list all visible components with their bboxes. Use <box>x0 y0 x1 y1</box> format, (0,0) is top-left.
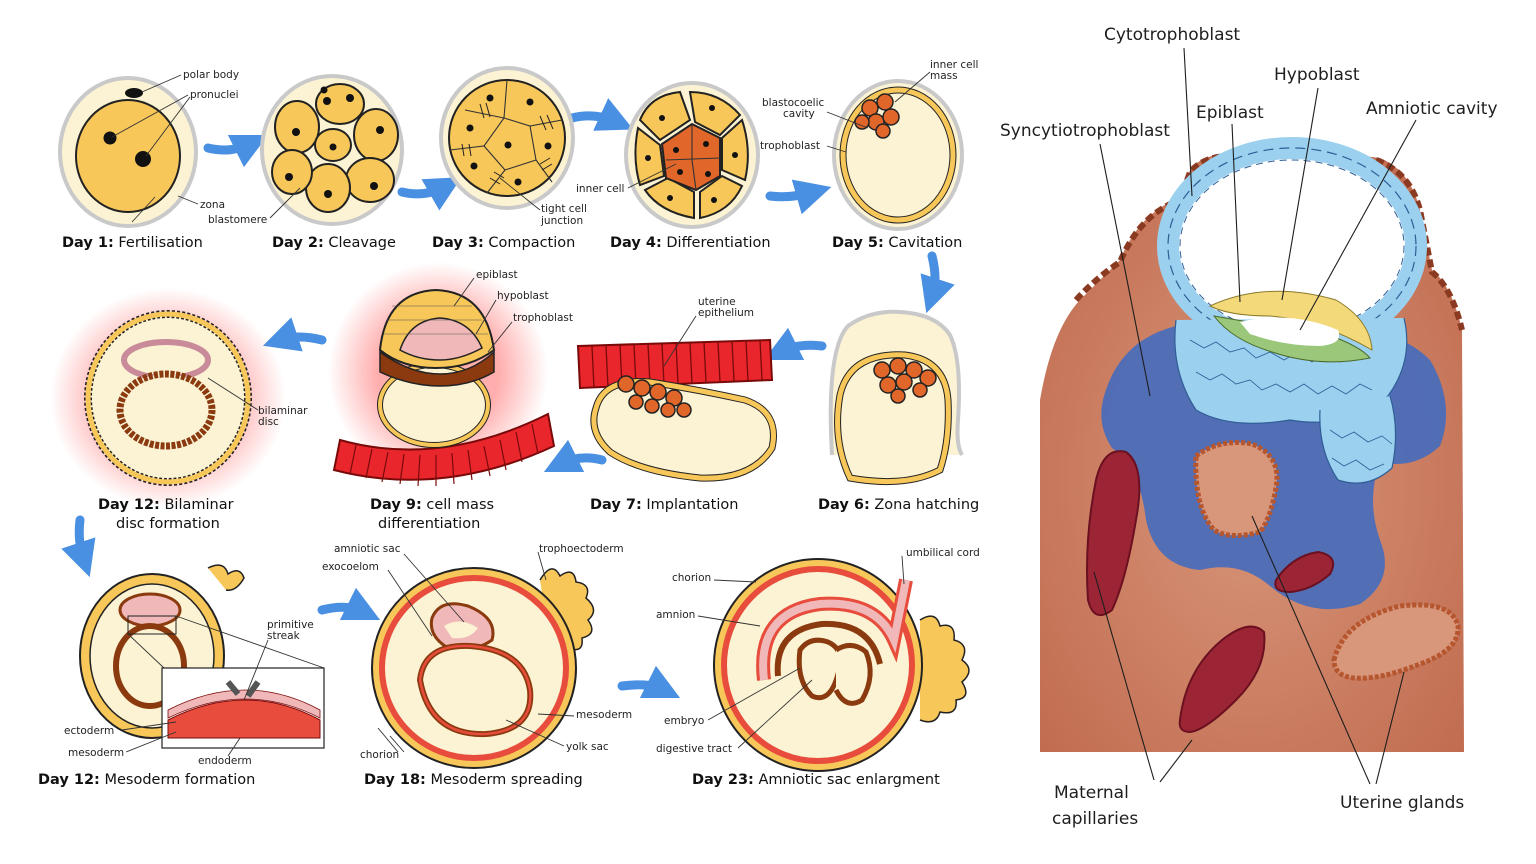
label-bilaminar: bilaminar <box>258 405 308 417</box>
label-inner-cell: inner cell <box>576 183 624 195</box>
label-amniotic-cavity: Amniotic cavity <box>1366 99 1498 119</box>
stage-day23-amniotic-sac: umbilical cord chorion amnion embryo dig… <box>656 547 980 772</box>
label-streak: streak <box>267 630 301 642</box>
stage-day1-fertilisation: polar body pronuclei zona <box>58 69 239 228</box>
maternal-capillary <box>1178 625 1266 734</box>
uterine-epithelium <box>576 338 774 390</box>
caption-day5: Day 5: Cavitation <box>832 235 962 251</box>
label-epiblast: epiblast <box>476 269 518 281</box>
caption-day9: Day 9: cell mass <box>370 497 494 513</box>
label-inner-cell-mass-1: inner cell <box>930 59 978 71</box>
caption-day7: Day 7: Implantation <box>590 497 738 513</box>
label-capillaries: capillaries <box>1052 809 1138 829</box>
label-trophoblast: trophoblast <box>760 140 820 152</box>
label-pronuclei: pronuclei <box>190 89 239 101</box>
arrow-down-icon <box>920 251 955 314</box>
arrow-left-icon <box>262 317 327 352</box>
caption-day1: Day 1: Fertilisation <box>62 235 203 251</box>
label-disc: disc <box>258 416 279 428</box>
stage-day9-cell-mass: epiblast hypoblast trophoblast <box>328 262 573 487</box>
maternal-capillary <box>1274 550 1334 594</box>
label-cavity: cavity <box>783 108 815 120</box>
label-tight-junction: junction <box>540 215 583 227</box>
caption-day18: Day 18: Mesoderm spreading <box>364 772 583 788</box>
uterine-gland <box>1193 440 1280 538</box>
stage-day4-differentiation: inner cell <box>576 81 760 229</box>
arrow-left-icon <box>543 439 607 473</box>
label-exocoelom: exocoelom <box>322 561 379 573</box>
caption-day3: Day 3: Compaction <box>432 235 575 251</box>
stage-day7-implantation: uterine epithelium <box>576 296 777 482</box>
label-primitive: primitive <box>267 619 314 631</box>
label-embryo: embryo <box>664 715 704 727</box>
label-umbilical-cord: umbilical cord <box>906 547 980 559</box>
caption-day9-line2: differentiation <box>378 516 480 532</box>
label-hypoblast-big: Hypoblast <box>1274 65 1360 85</box>
pronucleus <box>103 131 117 145</box>
amniotic-cavity-shape <box>1240 317 1340 346</box>
label-cytotrophoblast: Cytotrophoblast <box>1104 25 1240 45</box>
arrow-right-icon <box>203 134 269 168</box>
label-maternal: Maternal <box>1054 783 1129 803</box>
label-uterine-glands: Uterine glands <box>1340 793 1464 813</box>
caption-day6: Day 6: Zona hatching <box>818 497 979 513</box>
label-chorion-2: chorion <box>672 572 711 584</box>
label-mesoderm: mesoderm <box>68 747 124 759</box>
label-trophoectoderm: trophoectoderm <box>539 543 624 555</box>
caption-day4: Day 4: Differentiation <box>610 235 771 251</box>
pronucleus <box>135 151 151 167</box>
label-blastocoelic: blastocoelic <box>762 97 825 109</box>
arrow-right-icon <box>567 98 634 131</box>
stage-day3-compaction: tight cell junction <box>439 66 587 227</box>
arrow-right-icon <box>317 587 381 621</box>
label-tight-cell: tight cell <box>541 203 587 215</box>
stage-arrows <box>61 98 955 699</box>
caption-day12-b: Day 12: Mesoderm formation <box>38 772 255 788</box>
label-mesoderm-2: mesoderm <box>576 709 632 721</box>
uterine-epithelium <box>332 412 556 487</box>
stage-day12-mesoderm: primitive streak ectoderm mesoderm endod… <box>64 564 325 767</box>
arrow-right-icon <box>765 179 832 215</box>
stage-day18-mesoderm-spreading: amniotic sac exocoelom trophoectoderm me… <box>322 543 632 769</box>
label-hypoblast: hypoblast <box>497 290 549 302</box>
label-endoderm: endoderm <box>198 755 252 767</box>
stage-day12-bilaminar: bilaminar disc <box>50 288 308 508</box>
label-digestive-tract: digestive tract <box>656 743 732 755</box>
arrow-right-icon <box>617 665 681 699</box>
arrow-right-icon <box>397 177 462 211</box>
label-polar-body: polar body <box>183 69 239 81</box>
epiblast-layer <box>1208 290 1373 351</box>
stage-day6-zona-hatching <box>828 309 964 486</box>
label-blastomere: blastomere <box>208 214 267 226</box>
label-trophoblast-2: trophoblast <box>513 312 573 324</box>
label-uterine: uterine <box>698 296 736 308</box>
label-syncytiotrophoblast: Syncytiotrophoblast <box>1000 121 1170 141</box>
label-ectoderm: ectoderm <box>64 725 114 737</box>
label-yolk-sac: yolk sac <box>566 741 609 753</box>
label-epiblast-big: Epiblast <box>1196 103 1264 123</box>
caption-day2: Day 2: Cleavage <box>272 235 396 251</box>
label-amnion: amnion <box>656 609 695 621</box>
label-amniotic-sac: amniotic sac <box>334 543 401 555</box>
arrow-down-icon <box>61 515 96 578</box>
label-epithelium: epithelium <box>698 307 754 319</box>
label-inner-cell-mass-2: mass <box>930 70 958 82</box>
caption-day12-a: Day 12: Bilaminar <box>98 497 234 513</box>
implantation-illustration: Cytotrophoblast Hypoblast Epiblast Syncy… <box>996 0 1536 864</box>
label-chorion: chorion <box>360 749 399 761</box>
stage-day2-cleavage: blastomere <box>208 74 404 226</box>
arrow-left-icon <box>763 327 827 361</box>
uterine-gland <box>1331 602 1461 681</box>
polar-body <box>125 88 143 98</box>
label-zona: zona <box>200 199 225 211</box>
maternal-capillary <box>1086 450 1141 617</box>
caption-day23: Day 23: Amniotic sac enlargment <box>692 772 940 788</box>
stage-day5-cavitation: inner cell mass blastocoelic cavity trop… <box>760 59 978 231</box>
stage-captions: Day 1: Fertilisation Day 2: Cleavage Day… <box>38 235 979 788</box>
caption-day12-a-line2: disc formation <box>116 516 220 532</box>
